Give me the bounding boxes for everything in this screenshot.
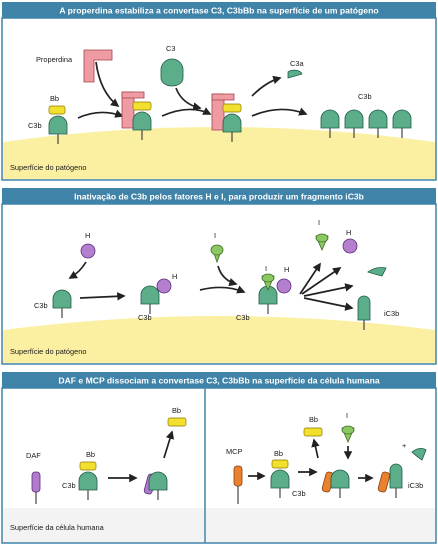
bb-label-p3-left: Bb — [86, 450, 95, 459]
ic3b-molecule — [357, 295, 371, 330]
c3b-label-3: C3b — [236, 313, 250, 322]
pathogen-surface-2 — [3, 316, 435, 363]
released-h-label: H — [346, 228, 351, 237]
panel2-surface-label: Superfície do patógeno — [10, 347, 86, 356]
mcp-molecule — [233, 465, 243, 487]
panel-factor-h-i: Inativação de C3b pelos fatores H e I, p… — [1, 188, 437, 365]
human-cell-surface-left — [3, 508, 204, 542]
daf-molecule — [31, 471, 41, 493]
arrow-fragment-release — [303, 283, 354, 297]
arrow-c3a-release — [251, 75, 282, 97]
daf-label: DAF — [26, 451, 41, 460]
bb-fragment — [48, 105, 66, 115]
c3a-label: C3a — [290, 59, 304, 68]
arrow-bb-release-right — [311, 438, 320, 459]
h-bound-label-2: H — [284, 265, 289, 274]
i-bound-label: I — [265, 264, 267, 273]
arrow-i-binding — [217, 265, 238, 287]
factor-h-molecule — [80, 243, 96, 259]
factor-i-label: I — [214, 231, 216, 240]
arrow-4 — [79, 292, 126, 301]
c3b-label-p3-left: C3b — [62, 481, 76, 490]
c3b-label-right: C3b — [358, 92, 372, 101]
panel3-title: DAF e MCP dissociam a convertase C3, C3b… — [58, 376, 379, 386]
i-label-p3: I — [346, 411, 348, 420]
ic3b-label: iC3b — [384, 309, 399, 318]
panel2-title: Inativação de C3b pelos fatores H e I, p… — [74, 192, 364, 202]
panel1-header — [2, 2, 436, 18]
bb-label-p3-right: Bb — [274, 449, 283, 458]
c3b-label-left: C3b — [28, 121, 42, 130]
mcp-ic3b-result — [377, 463, 403, 498]
c3-convertase-complex-2 — [211, 93, 242, 143]
panel3-surface-label: Superfície da célula humana — [10, 523, 105, 532]
arrow-i-release — [299, 262, 321, 295]
panel1-surface-label: Superfície do patógeno — [10, 163, 86, 172]
released-h-molecule — [342, 238, 358, 254]
arrow-properdin-binding — [95, 61, 120, 108]
released-i-label: I — [318, 218, 320, 227]
c3b-bb-complex-p3-left — [78, 461, 98, 501]
bb-released-label-right: Bb — [309, 415, 318, 424]
c3f-fragment-p3 — [411, 448, 427, 461]
c3b-bb-complex-left — [48, 105, 68, 145]
c3-label: C3 — [166, 44, 175, 53]
mcp-label: MCP — [226, 447, 242, 456]
arrow-bb-release-left — [163, 430, 175, 459]
panel-properdin: A properdina estabiliza a convertase C3,… — [1, 2, 437, 181]
arrow-ic3b-formation — [303, 297, 354, 311]
arrow-3 — [251, 107, 308, 117]
released-bb-right — [303, 427, 323, 437]
arrow-1 — [77, 109, 124, 119]
c3b-h-complex — [140, 278, 172, 315]
c3b-label-2: C3b — [138, 313, 152, 322]
bb-label: Bb — [50, 94, 59, 103]
human-cell-surface-right — [206, 508, 435, 542]
c3b-label-p3-right: C3b — [292, 489, 306, 498]
arrow-5 — [199, 285, 246, 294]
released-bb-left — [167, 417, 187, 427]
panel-daf-mcp: DAF e MCP dissociam a convertase C3, C3b… — [1, 372, 437, 544]
factor-h-label: H — [85, 231, 90, 240]
daf-c3b-complex — [143, 471, 168, 501]
c3b-bb-complex-p3-right — [270, 459, 290, 499]
c3b-label-1: C3b — [34, 301, 48, 310]
c3-molecule — [160, 58, 184, 87]
properdin-label: Properdina — [36, 55, 73, 64]
c3a-fragment — [287, 69, 303, 79]
c3f-fragment — [367, 267, 387, 277]
c3b-bb-properdin-complex — [121, 91, 152, 141]
h-bound-label: H — [172, 272, 177, 281]
mcp-c3b-complex — [321, 469, 350, 499]
arrow-h-binding — [68, 261, 87, 279]
arrow-c3-cleavage — [175, 87, 202, 111]
panel3-header — [2, 372, 436, 388]
plus-sign: + — [402, 441, 406, 450]
panel1-title: A properdina estabiliza a convertase C3,… — [59, 6, 378, 16]
ic3b-label-p3: iC3b — [408, 481, 423, 490]
arrow-h-release — [301, 267, 342, 295]
bb-released-label-left: Bb — [172, 406, 181, 415]
pathogen-surface — [3, 127, 435, 179]
panel2-header — [2, 188, 436, 204]
arrow-2 — [161, 107, 212, 117]
properdin-molecule — [83, 49, 113, 83]
c3b-h-i-complex — [258, 273, 292, 315]
